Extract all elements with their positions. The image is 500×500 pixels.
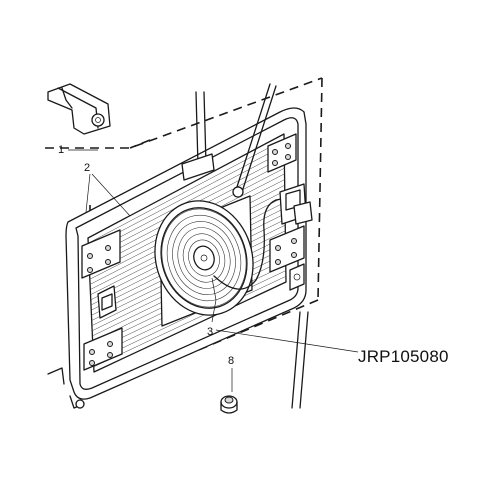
upper-mounting-bracket (47, 83, 111, 135)
callout-2: 2 (84, 162, 90, 174)
lower-left-details (47, 367, 85, 409)
condenser-fin (93, 270, 286, 362)
side-clip (97, 285, 117, 319)
condenser-fin (93, 276, 287, 368)
fan-guard-ring (182, 233, 226, 283)
callout-1: 1 (58, 144, 64, 156)
fan-guard-ring (166, 214, 242, 302)
fan-guard-ring (161, 208, 247, 308)
bracket-lower-left (83, 327, 123, 371)
fastener-nut (220, 395, 238, 414)
refrigerant-pipes (181, 83, 277, 198)
fan-guard-ring (172, 221, 236, 295)
callout-3: 3 (207, 326, 213, 338)
lower-pipes (291, 311, 309, 409)
leader-lines (68, 149, 359, 392)
bracket-top-right (267, 133, 297, 173)
bracket-mid-left (81, 229, 121, 279)
part-number-label: JRP105080 (358, 347, 449, 366)
bracket-lower-right (269, 225, 305, 291)
cooling-fan (154, 195, 254, 327)
condenser-fin (88, 139, 285, 244)
fan-guard-ring (188, 239, 220, 277)
callout-8: 8 (228, 355, 234, 367)
fan-wiring (213, 183, 313, 290)
